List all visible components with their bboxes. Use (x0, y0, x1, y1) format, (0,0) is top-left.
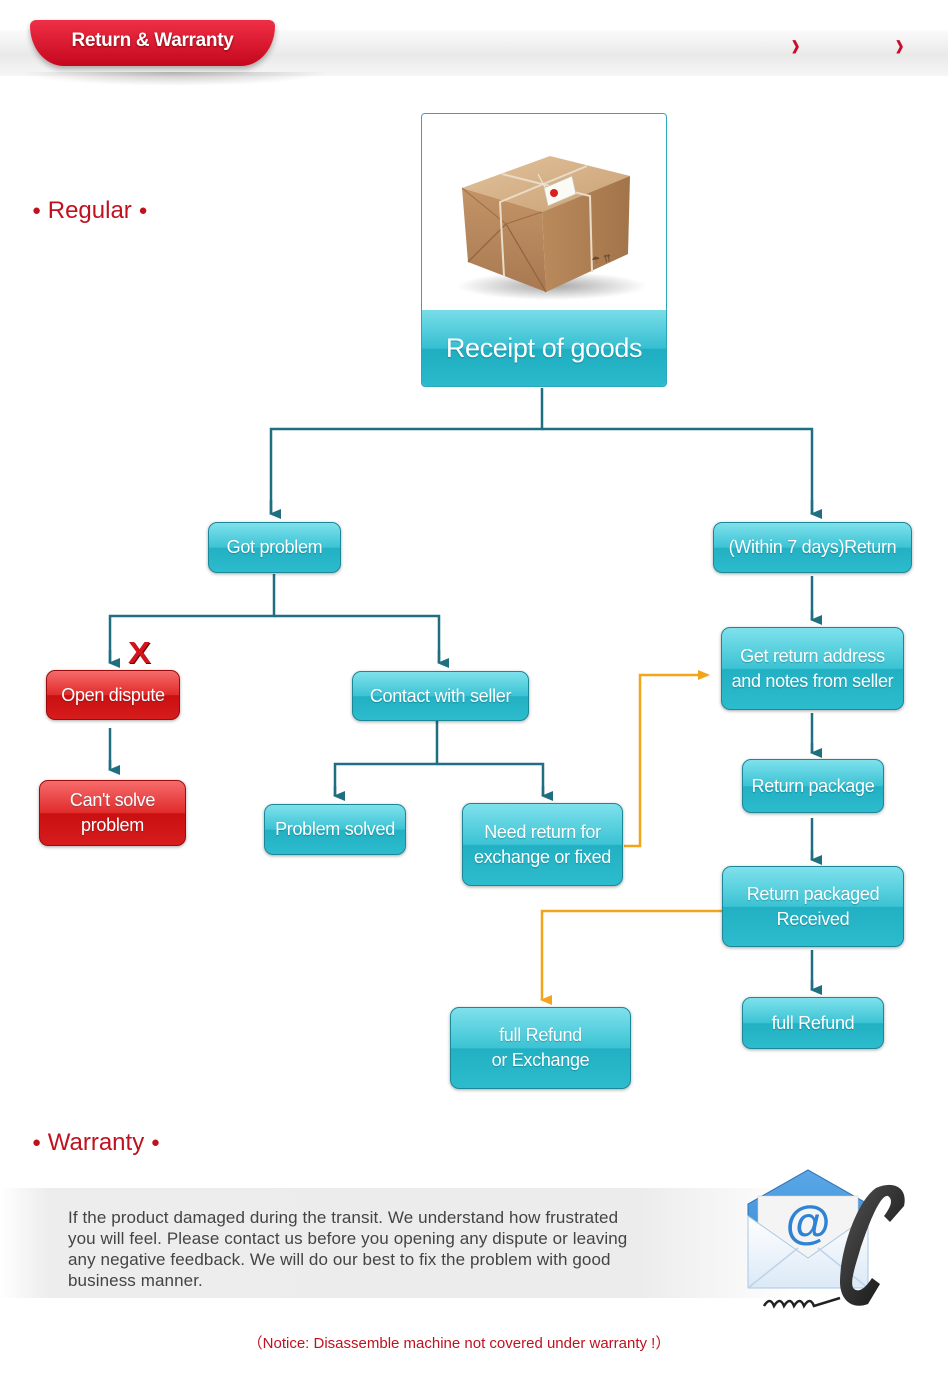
got-problem-box: Got problem (208, 522, 341, 573)
bullet-icon: ● (150, 1134, 160, 1151)
warranty-line: If the product damaged during the transi… (68, 1208, 619, 1227)
receipt-card: ☂ ⇈ Receipt of goods (421, 113, 667, 387)
within-7-days-return-box: (Within 7 days)Return (713, 522, 912, 573)
chevron-right-icon: › (895, 26, 904, 64)
warranty-line: any negative feedback. We will do our be… (68, 1250, 611, 1269)
get-address-line-2: and notes from seller (731, 670, 894, 691)
connector-need-return-address (624, 670, 710, 848)
connector-contact-solved (333, 721, 439, 796)
header-title: Return & Warranty (71, 30, 234, 51)
problem-solved-box: Problem solved (264, 804, 406, 855)
received-line-2: Received (776, 908, 850, 929)
full-refund-or-exchange-box: full Refund or Exchange (450, 1007, 631, 1089)
chevron-right-icon: › (791, 26, 800, 64)
return-package-box: Return package (742, 759, 884, 813)
need-return-line-1: Need return for (484, 821, 601, 842)
refund-exchange-line-1: full Refund (499, 1025, 582, 1045)
connector-got-problem-contact (274, 614, 441, 663)
open-dispute-box: Open dispute (46, 670, 180, 720)
section-warranty-label: Warranty (47, 1129, 145, 1156)
package-icon: ☂ ⇈ (457, 156, 647, 300)
return-packaged-received-box: Return packaged Received (722, 866, 904, 947)
connector-receipt-got-problem (269, 388, 544, 514)
section-regular: ● Regular ● (32, 197, 148, 225)
cant-solve-line-1: Can't solve (69, 790, 156, 810)
cant-solve-line-2: problem (81, 815, 144, 835)
bullet-icon: ● (32, 1134, 42, 1151)
need-return-box: Need return for exchange or fixed (462, 803, 623, 886)
get-return-address-box: Get return address and notes from seller (721, 627, 904, 710)
connector-received-refund-exchange (540, 909, 722, 1005)
telephone-icon (762, 1184, 905, 1309)
connector-receipt-return (542, 427, 814, 514)
connector-got-problem-dispute (108, 574, 276, 663)
warranty-panel (0, 1188, 800, 1298)
svg-text:@: @ (786, 1196, 831, 1248)
warranty-notice: （Notice: Disassemble machine not covered… (247, 1335, 671, 1352)
envelope-at-icon: @ (747, 1169, 869, 1289)
get-address-line-1: Get return address (740, 645, 885, 666)
received-line-1: Return packaged (746, 883, 880, 904)
warranty-line: business manner. (68, 1271, 203, 1290)
section-regular-label: Regular (47, 197, 132, 224)
x-mark-icon: X (128, 635, 151, 671)
full-refund-box: full Refund (742, 997, 884, 1049)
warranty-text: If the product damaged during the transi… (68, 1207, 728, 1291)
contact-illustration: @ (747, 1169, 905, 1309)
contact-with-seller-box: Contact with seller (352, 671, 529, 721)
bullet-icon: ● (32, 202, 42, 219)
header-tab (30, 20, 275, 66)
refund-exchange-line-2: or Exchange (491, 1050, 590, 1070)
bullet-icon: ● (138, 202, 148, 219)
package-photo: ☂ ⇈ (422, 114, 666, 310)
receipt-of-goods: Receipt of goods (422, 310, 666, 386)
need-return-line-2: exchange or fixed (474, 846, 611, 867)
section-warranty: ● Warranty ● (32, 1129, 160, 1157)
cant-solve-problem-box: Can't solve problem (39, 780, 186, 846)
header-shadow (20, 72, 330, 86)
warranty-line: you will feel. Please contact us before … (68, 1229, 628, 1248)
svg-text:☂ ⇈: ☂ ⇈ (591, 253, 612, 267)
connector-contact-need-return (437, 762, 545, 796)
